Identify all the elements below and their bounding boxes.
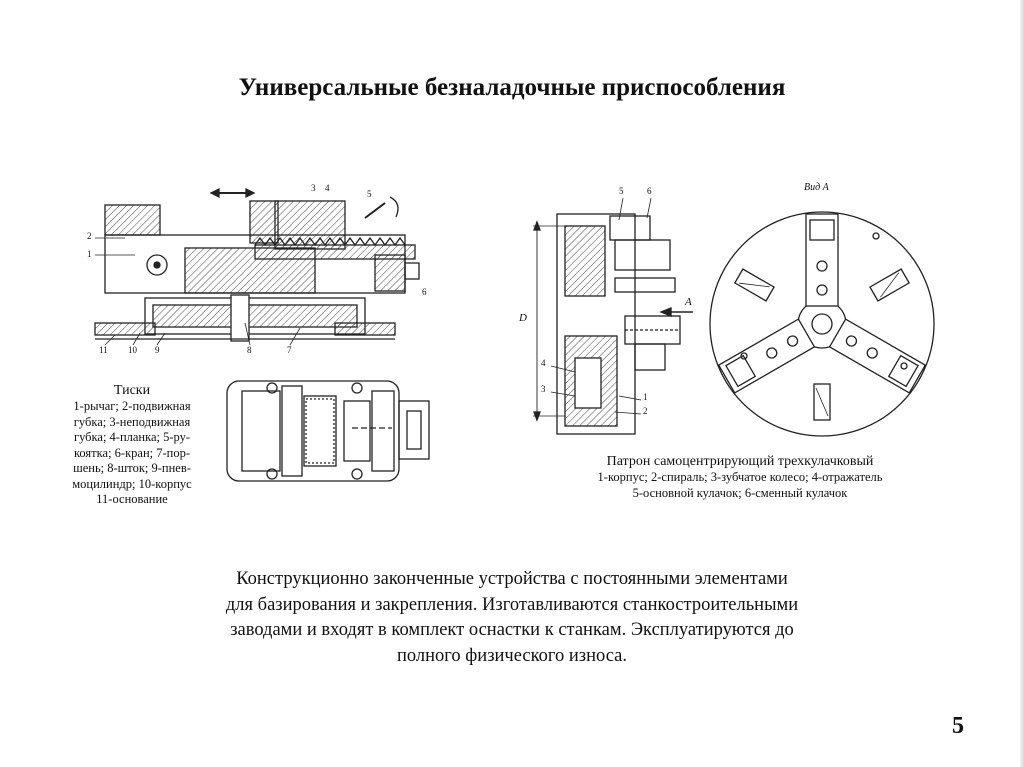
vise-callout-2: 2 [87,231,92,241]
vise-callout-5: 5 [367,189,372,199]
vise-callout-4: 4 [325,183,330,193]
vise-callout-10: 10 [128,345,137,355]
vise-caption-line: 1-рычаг; 2-подвижная [73,399,191,413]
chuck-callout-1: 1 [643,392,648,402]
vise-caption-line: шень; 8-шток; 9-пнев- [73,461,191,475]
description-line: Конструкционно законченные устройства с … [236,569,788,589]
page-number: 5 [952,713,964,739]
vise-callout-7: 7 [287,345,292,355]
slide-title: Универсальные безналадочные приспособлен… [238,74,786,101]
chuck-callout-5: 5 [619,186,624,196]
vise-caption: Тиски 1-рычаг; 2-подвижная губка; 3-непо… [52,382,212,508]
vise-caption-line: 11-основание [96,492,168,506]
chuck-callout-2: 2 [643,406,648,416]
vise-callout-11: 11 [99,345,108,355]
vise-caption-line: моцилиндр; 10-корпус [72,476,192,491]
chuck-callout-4: 4 [541,358,546,368]
description-line: заводами и входят в комплект оснастки к … [230,620,794,640]
vise-caption-line: коятка; 6-кран; 7-пор- [73,445,191,460]
vise-callout-3: 3 [311,183,316,193]
vise-callout-1: 1 [87,249,92,259]
chuck-dim-label: D [519,312,527,324]
chuck-callout-3: 3 [541,384,546,394]
vise-section-drawing: 2 1 3 4 5 6 11 10 9 8 7 [85,183,430,358]
chuck-callout-6: 6 [647,186,652,196]
vise-callout-8: 8 [247,345,252,355]
chuck-caption-line: 5-основной кулачок; 6-сменный кулачок [632,485,848,500]
chuck-caption: Патрон самоцентрирующий трехкулачковый 1… [538,453,942,501]
vise-callout-6: 6 [422,287,427,297]
chuck-caption-line: 1-корпус; 2-спираль; 3-зубчатое колесо; … [597,470,883,484]
chuck-front-view-drawing: Вид А [704,176,944,444]
chuck-section-drawing: 5 6 А D 4 3 1 2 [515,186,695,441]
chuck-caption-title: Патрон самоцентрирующий трехкулачковый [606,454,874,469]
vise-caption-line: губка; 4-планка; 5-ру- [73,430,191,444]
vise-top-view-drawing [222,366,437,496]
chuck-view-label: Вид А [804,182,829,193]
chuck-arrow-label: А [685,296,692,308]
vise-callout-9: 9 [155,345,160,355]
vise-caption-title: Тиски [113,383,151,398]
vise-caption-line: губка; 3-неподвижная [73,414,191,429]
description-line: для базирования и закрепления. Изготавли… [225,594,799,615]
description-line: полного физического износа. [397,645,627,666]
slide-edge-shadow [1020,0,1024,767]
description-paragraph: Конструкционно законченные устройства с … [150,567,874,669]
